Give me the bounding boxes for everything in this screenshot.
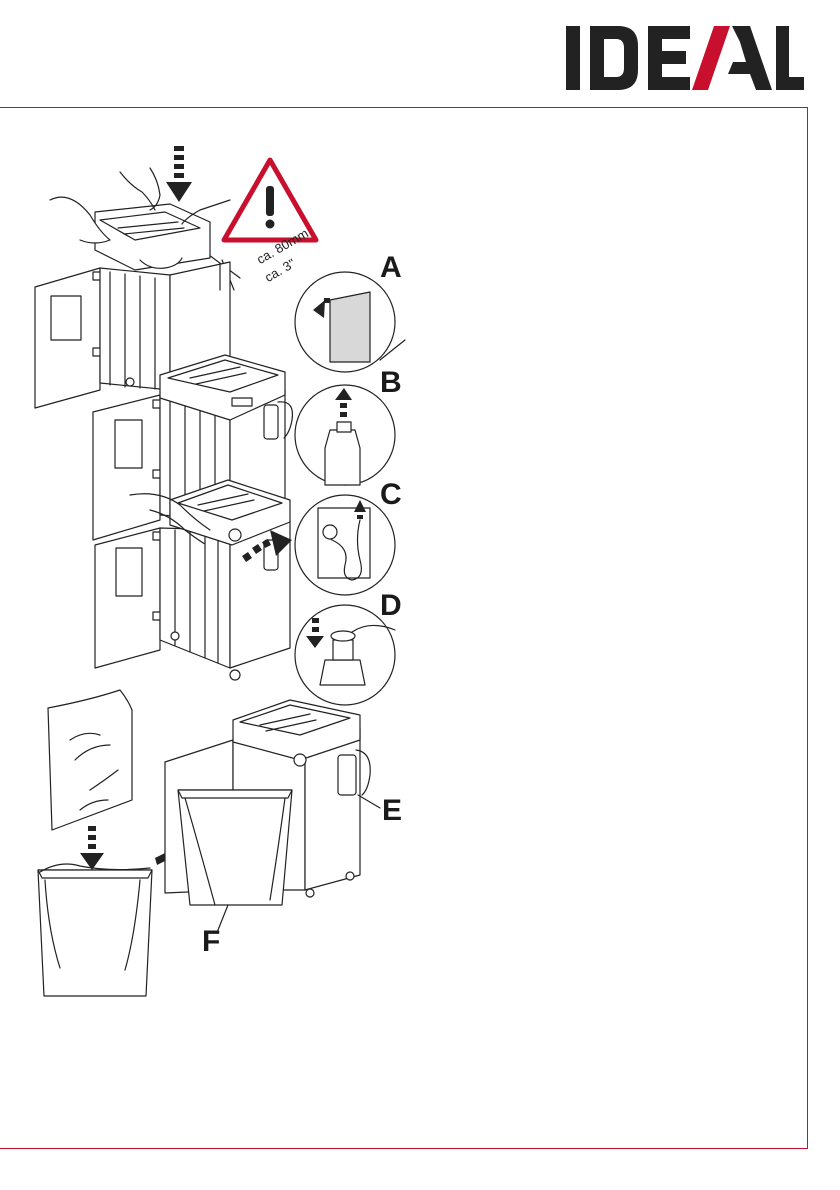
label-step-b: B: [380, 368, 402, 398]
label-step-a: A: [380, 253, 402, 283]
insert-arrow-icon: [166, 146, 192, 202]
label-step-e: E: [382, 796, 402, 826]
detail-circle-b: [295, 385, 395, 485]
label-step-f: F: [202, 927, 220, 957]
label-step-c: C: [380, 480, 402, 510]
detail-circle-a: [295, 272, 405, 372]
label-step-d: D: [380, 591, 402, 621]
